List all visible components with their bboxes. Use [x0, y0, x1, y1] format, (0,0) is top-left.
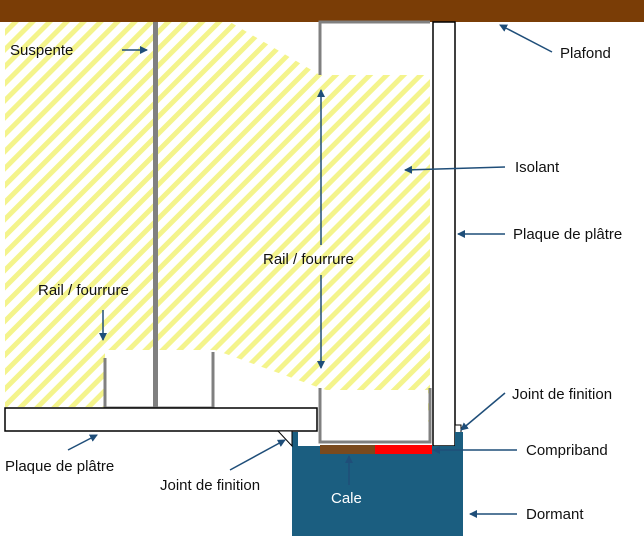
label-plaque-bottom: Plaque de plâtre — [5, 458, 115, 475]
rail-fourrure-vertical — [318, 20, 430, 75]
dormant-frame — [292, 446, 463, 536]
suspente-rod — [153, 22, 158, 408]
rail-fourrure-vertical-bottom — [318, 388, 432, 444]
suspente-rod-lower — [153, 358, 158, 408]
arrow-joint-right — [460, 392, 506, 431]
label-rail-left: Rail / fourrure — [38, 282, 129, 299]
label-dormant: Dormant — [526, 506, 584, 523]
dormant-left-tab — [292, 432, 298, 446]
dormant-right-tab — [455, 432, 463, 446]
label-plaque-right: Plaque de plâtre — [513, 226, 623, 243]
label-suspente: Suspente — [10, 42, 74, 59]
arrow-plafond — [499, 24, 553, 53]
label-isolant: Isolant — [515, 159, 560, 176]
insulation-lower-left — [5, 350, 105, 407]
cale-block — [320, 445, 375, 454]
joint-de-finition-bottom — [276, 430, 293, 448]
insulation-area — [5, 22, 430, 422]
plafond-beam — [0, 0, 644, 22]
label-joint-right: Joint de finition — [512, 386, 613, 403]
label-compriband: Compriband — [526, 442, 608, 459]
arrow-isolant — [404, 165, 506, 174]
label-rail-center: Rail / fourrure — [263, 251, 354, 268]
rail-bottom-white — [107, 358, 211, 406]
arrow-joint-bottom — [229, 439, 286, 471]
label-joint-bottom: Joint de finition — [160, 477, 261, 494]
plaque-de-platre-bottom — [4, 407, 318, 432]
label-plafond: Plafond — [560, 45, 611, 62]
rail-bottom-fill — [322, 390, 428, 440]
label-cale: Cale — [331, 490, 362, 507]
compriband-strip — [375, 445, 432, 454]
arrow-plaque-bottom — [67, 434, 98, 451]
plaque-de-platre-right — [432, 21, 456, 447]
